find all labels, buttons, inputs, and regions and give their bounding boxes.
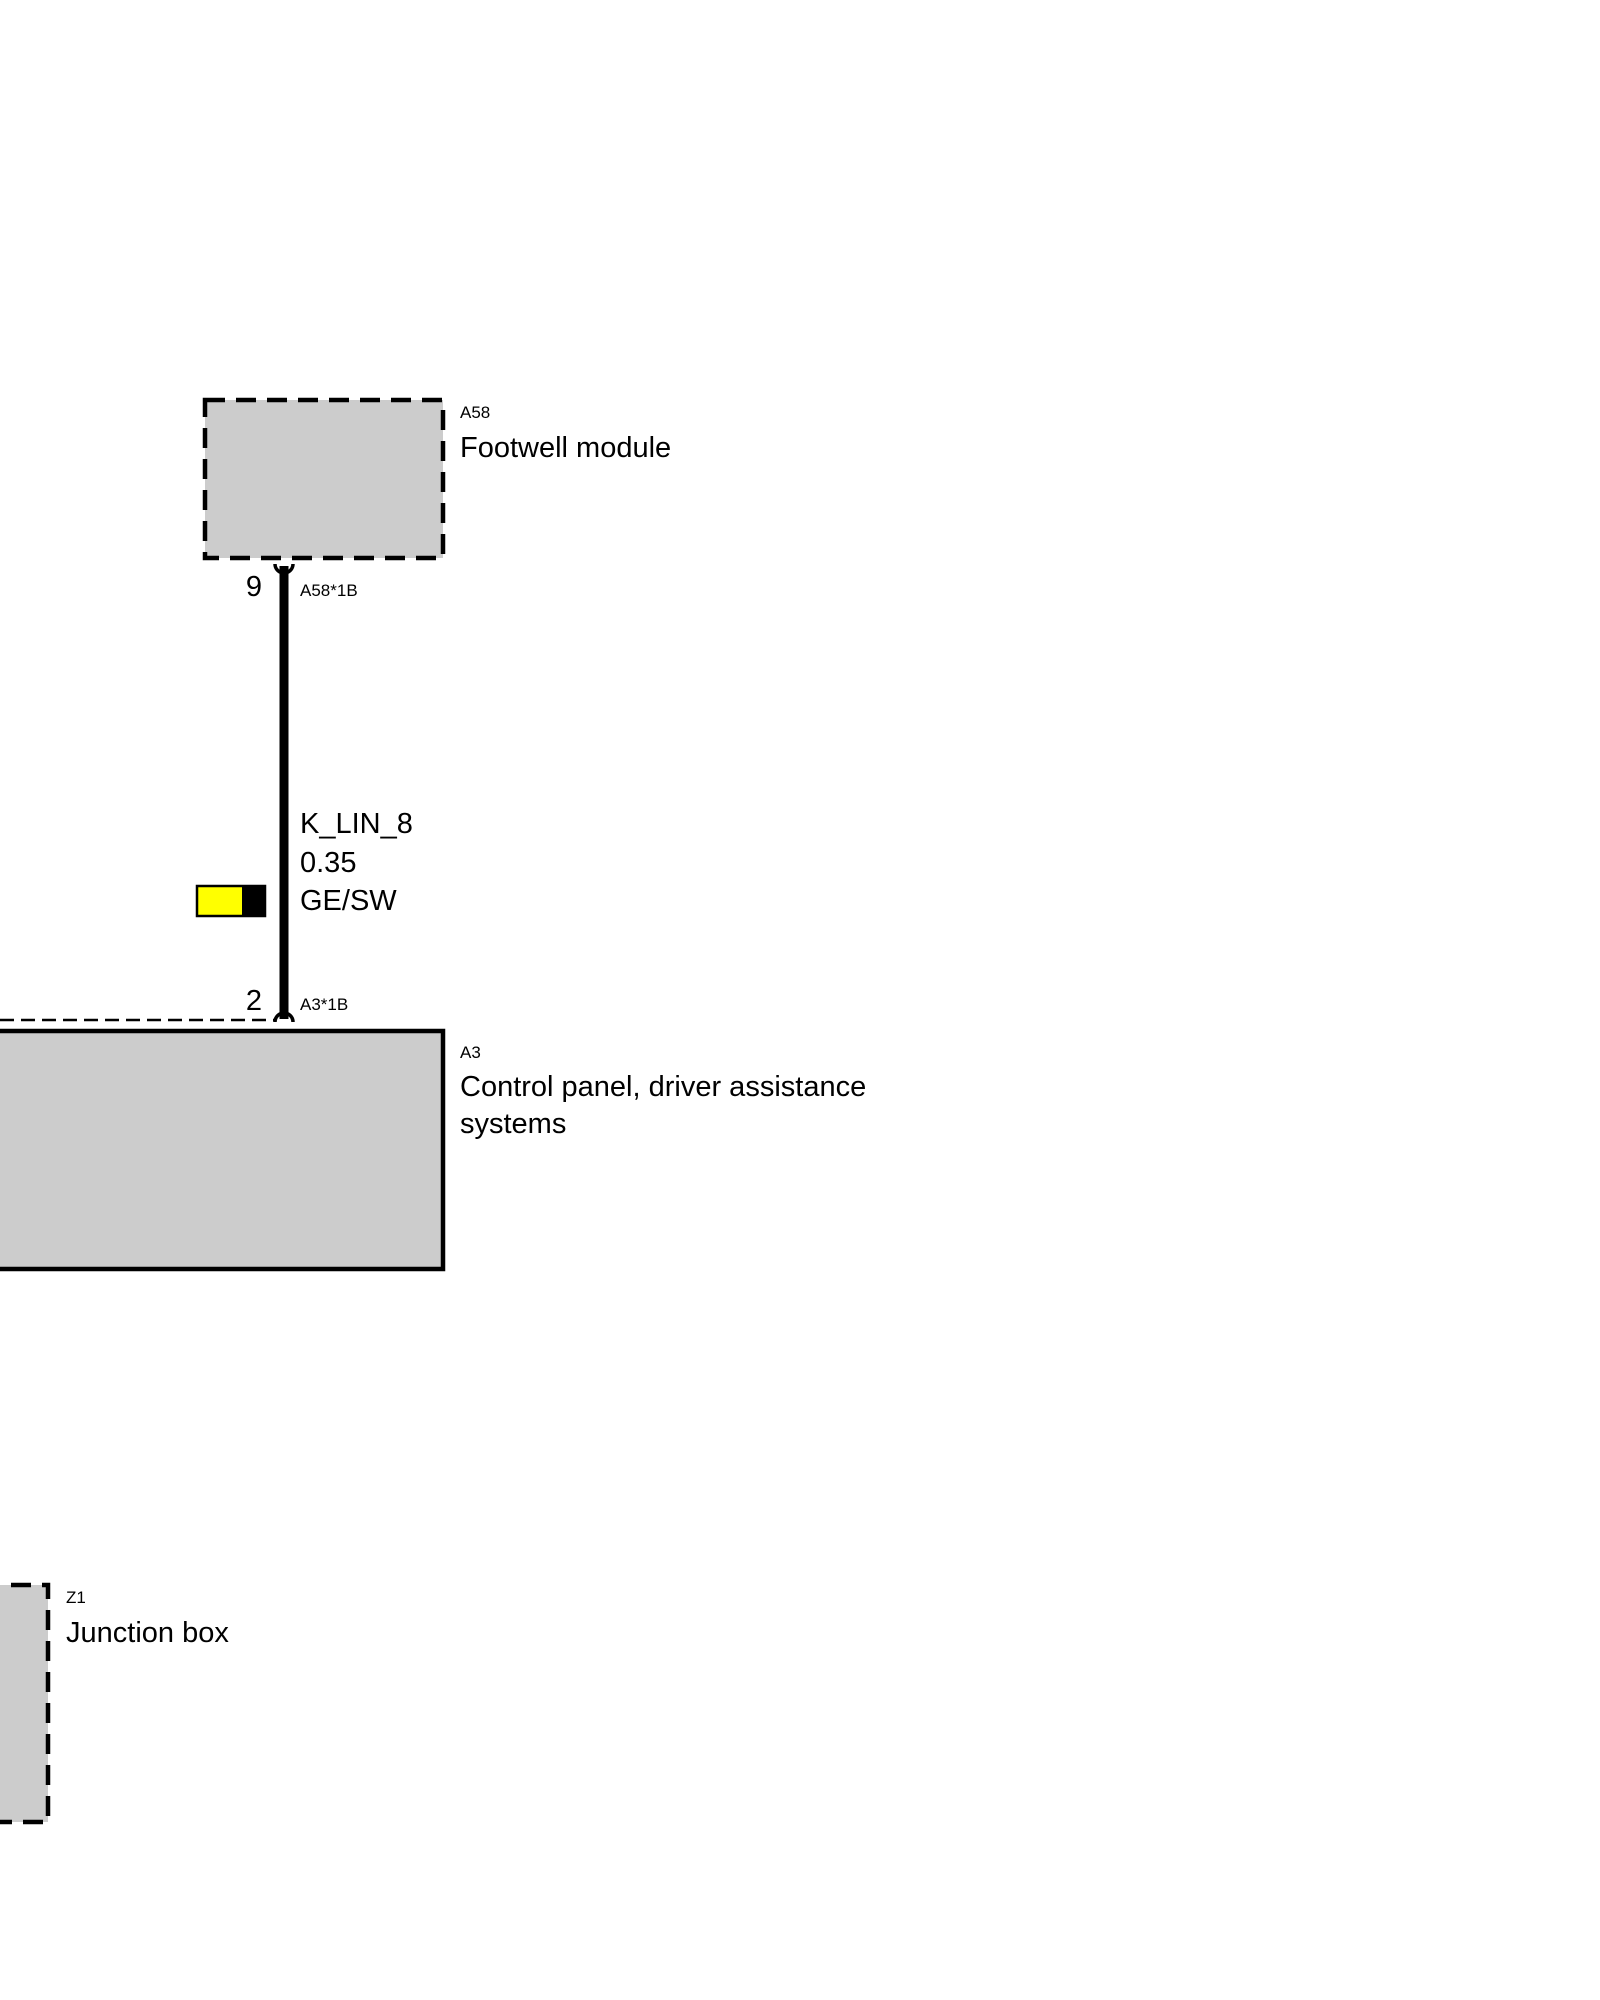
footwell-module-box[interactable]	[202, 397, 446, 561]
junction-box-box[interactable]	[0, 1582, 51, 1825]
control-panel-box[interactable]	[0, 1028, 446, 1272]
junction-box-id: Z1	[66, 1588, 86, 1607]
wire-color-stripe	[242, 886, 265, 916]
footwell-module[interactable]: A58 Footwell module	[202, 397, 671, 561]
junction-box-name: Junction box	[66, 1617, 229, 1649]
wire-color-primary	[197, 886, 242, 916]
connector-bottom-code: A3*1B	[300, 995, 348, 1014]
connector-top-pin: 9	[246, 571, 262, 603]
wire-color-border	[195, 884, 267, 918]
connector-top: 9 A58*1B	[246, 563, 358, 603]
footwell-module-name: Footwell module	[460, 432, 671, 464]
control-panel-name-line1: Control panel, driver assistance	[460, 1071, 866, 1103]
connector-bottom-symbol	[273, 1011, 295, 1023]
connector-top-code: A58*1B	[300, 581, 358, 600]
connector-bottom: 2 A3*1B	[0, 985, 348, 1023]
wire-color-code: GE/SW	[300, 885, 397, 917]
control-panel-module[interactable]: A3 Control panel, driver assistance syst…	[0, 1028, 866, 1272]
wire-signal-name: K_LIN_8	[300, 808, 413, 840]
control-panel-name-line2: systems	[460, 1108, 566, 1140]
wire-color-swatch	[195, 884, 267, 918]
connector-bottom-pin: 2	[246, 985, 262, 1017]
footwell-module-id: A58	[460, 403, 490, 422]
control-panel-id: A3	[460, 1043, 481, 1062]
junction-box-module[interactable]: Z1 Junction box	[0, 1582, 229, 1825]
wire-cross-section: 0.35	[300, 847, 356, 879]
